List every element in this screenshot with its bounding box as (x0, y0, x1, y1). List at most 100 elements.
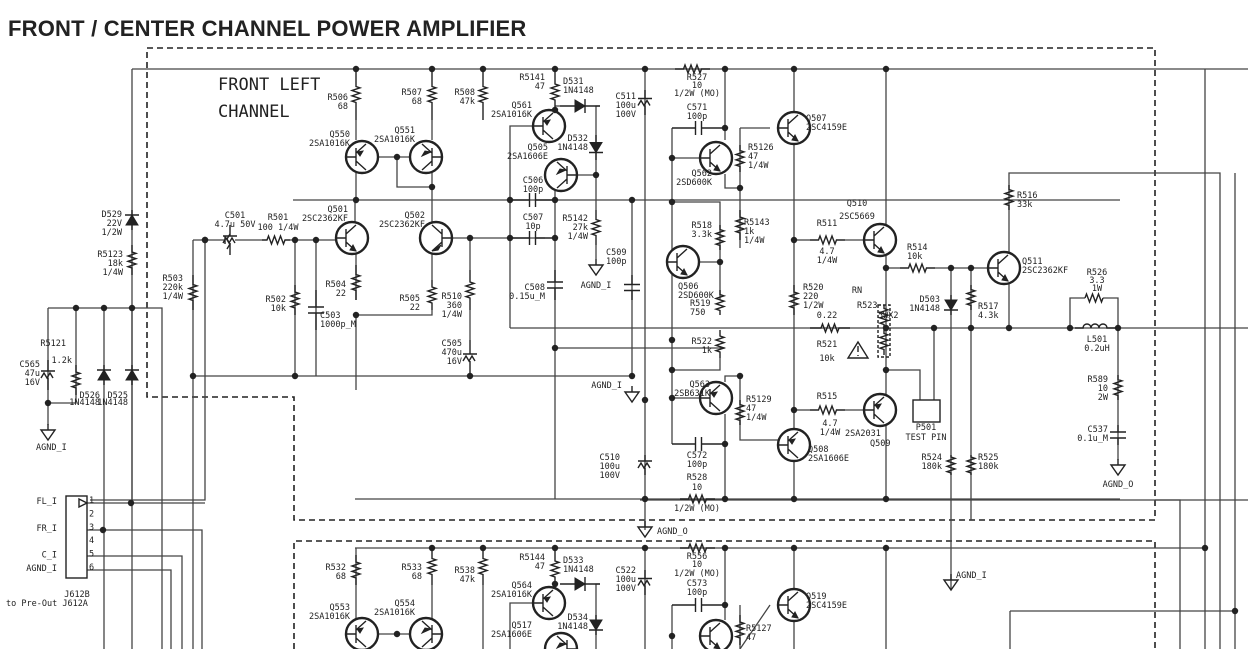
junction-dot (721, 65, 729, 73)
junction-dot (393, 630, 401, 638)
resistor-symbol (349, 265, 363, 300)
transistor-leads (778, 114, 799, 142)
electrolytic-capacitor-symbol (222, 225, 237, 255)
junction-dot (736, 372, 744, 380)
R556-rating: 1/2W (MO) (674, 569, 720, 579)
Q502-label: 2SC2362KF (379, 220, 425, 230)
Q510-part: 2SC5669 (839, 212, 875, 222)
wire (672, 358, 721, 371)
Q562-transistor (698, 140, 734, 176)
electrolytic-capacitor-symbol (637, 455, 652, 475)
capacitor-symbol (1110, 425, 1126, 445)
resistor-symbol (425, 69, 439, 120)
wire (48, 307, 163, 649)
junction-dot (790, 236, 798, 244)
C571-label: 100p (687, 112, 707, 122)
junction-dot (291, 372, 299, 380)
Q506-label: 2SD600K (678, 291, 715, 301)
P501-value: TEST PIN (906, 433, 947, 443)
R508-label: 47k (460, 97, 475, 107)
junction-dot (882, 544, 890, 552)
junction-dot (967, 324, 975, 332)
transistor-leads (864, 396, 885, 424)
Q508-transistor (776, 427, 812, 463)
Q502-label: Q502 (405, 211, 425, 221)
D534-label: 1N4148 (557, 622, 588, 632)
Q505-transistor (543, 157, 579, 193)
transistor-arrow (555, 642, 568, 649)
Q508-label: 2SA1606E (808, 454, 849, 464)
D531-label: 1N4148 (563, 86, 594, 96)
C507-label: 10p (525, 222, 540, 232)
R5126-label: R5126 (748, 143, 774, 153)
junction-dot (466, 372, 474, 380)
resistor-symbol (713, 330, 727, 358)
transistor-leads (336, 224, 357, 252)
R538-label: 47k (460, 575, 475, 585)
R5126-label: 1/4W (748, 161, 769, 171)
D526-label: D526 (80, 391, 100, 401)
R525-label: R525 (978, 453, 998, 463)
R532-label: R532 (326, 563, 346, 573)
D525-label: 1N4148 (97, 398, 128, 408)
junction-dot (128, 304, 136, 312)
agnd-o-label: AGND_O (657, 527, 688, 537)
junction-dot (1005, 324, 1013, 332)
R528-value: 10 (692, 483, 702, 493)
D526-label: 1N4148 (69, 398, 100, 408)
R519-label: R519 (690, 299, 710, 309)
wire (87, 529, 203, 649)
transistor-leads (431, 224, 452, 252)
junction-dot (668, 394, 676, 402)
R508-label: R508 (455, 88, 475, 98)
R517-label: 4.3k (978, 311, 998, 321)
junction-dot (393, 153, 401, 161)
R515-label: R515 (817, 392, 837, 402)
transistor-arrow (543, 596, 551, 603)
D503-label: 1N4148 (909, 304, 940, 314)
J612B-connector (65, 495, 88, 579)
transistor-arrow (791, 133, 799, 142)
Q562-label: Q562 (692, 169, 712, 179)
Q510-label: Q510 (847, 199, 867, 209)
junction-dot (551, 106, 559, 114)
R5141-label: R5141 (519, 73, 545, 83)
Q517-transistor (543, 631, 579, 649)
agnd-i-ground-icon-2 (942, 574, 960, 592)
Q550-transistor (344, 139, 380, 175)
D529-label: 1/2W (102, 228, 123, 238)
R506-label: R506 (328, 93, 348, 103)
C572-label: 100p (687, 460, 707, 470)
resistor-symbol (944, 455, 958, 475)
R502-label: R502 (266, 295, 286, 305)
resistor-symbol (69, 365, 83, 395)
junction-dot (947, 264, 955, 272)
junction-dot (882, 366, 890, 374)
R510-label: 360 (447, 301, 462, 311)
R5127-label: R5127 (746, 624, 772, 634)
R5143-label: 1k (744, 227, 754, 237)
Q554-label: 2SA1016K (374, 608, 416, 618)
junction-dot (592, 171, 600, 179)
junction-dot (1114, 324, 1122, 332)
junction-dot (790, 406, 798, 414)
Q519-label: Q519 (806, 592, 826, 602)
R5143-label: R5143 (744, 218, 770, 228)
D532-label: D532 (568, 134, 588, 144)
junction-dot (551, 344, 559, 352)
Q564-label: Q564 (512, 581, 532, 591)
junction-dot (628, 196, 636, 204)
R526-label: R526 (1087, 268, 1107, 278)
R5121-value: 1.2k (52, 356, 72, 366)
junction-dot (790, 544, 798, 552)
wire (509, 125, 533, 328)
C522-label: 100V (616, 584, 636, 594)
transistor-leads (778, 431, 799, 459)
R522-label: 1k (702, 346, 712, 356)
agnd-i-label-2: AGND_I (581, 281, 612, 291)
wire (886, 369, 921, 400)
D525-diode (125, 365, 139, 385)
R507-label: R507 (402, 88, 422, 98)
Q507-label: 2SC4159E (806, 123, 847, 133)
C508-label: C508 (525, 283, 545, 293)
